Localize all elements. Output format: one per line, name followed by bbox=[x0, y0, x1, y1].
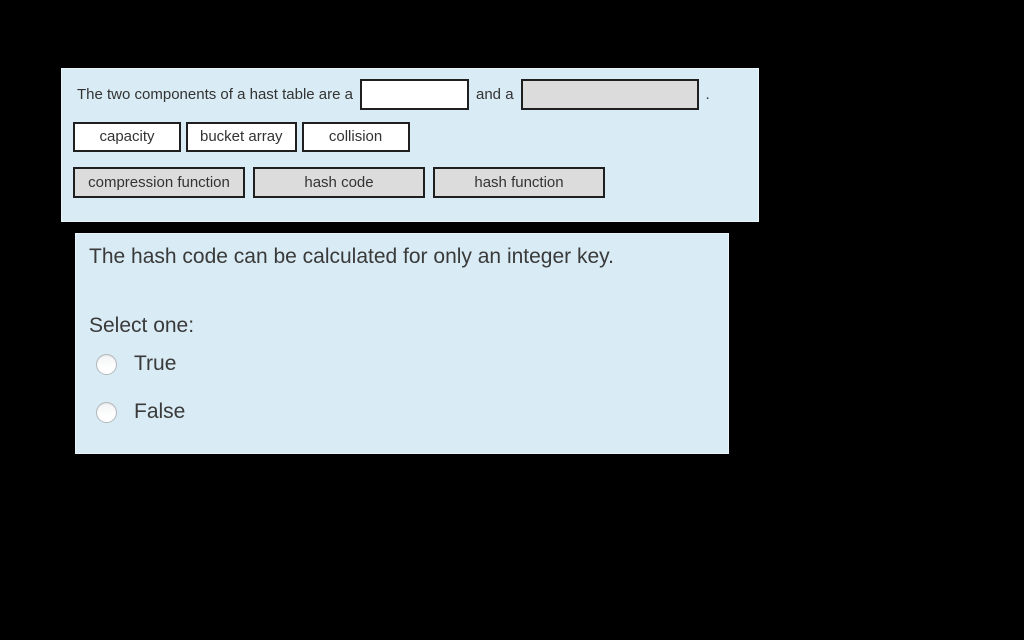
option-false-label: False bbox=[134, 400, 186, 423]
drag-tiles-group-2: compression function hash code hash func… bbox=[73, 167, 605, 198]
question-text-period: . bbox=[705, 86, 710, 103]
drag-tile-compression-function[interactable]: compression function bbox=[73, 167, 245, 198]
true-false-question-panel: The hash code can be calculated for only… bbox=[75, 233, 729, 454]
select-one-label: Select one: bbox=[89, 314, 195, 337]
option-true[interactable]: True bbox=[96, 352, 176, 376]
drag-tiles-group-1: capacity bucket array collision bbox=[73, 122, 410, 152]
drop-zone-2[interactable] bbox=[520, 79, 699, 110]
radio-true[interactable] bbox=[96, 353, 117, 375]
option-false[interactable]: False bbox=[96, 400, 185, 424]
drop-zone-1[interactable] bbox=[360, 79, 469, 110]
question-text-connector: and a bbox=[476, 86, 514, 103]
drag-tile-hash-code[interactable]: hash code bbox=[253, 167, 425, 198]
drag-tile-hash-function[interactable]: hash function bbox=[433, 167, 605, 198]
question-sentence: The two components of a hast table are a… bbox=[73, 79, 714, 110]
drag-tile-collision[interactable]: collision bbox=[301, 122, 410, 152]
drag-tile-bucket-array[interactable]: bucket array bbox=[186, 122, 297, 152]
question-statement: The hash code can be calculated for only… bbox=[89, 245, 614, 268]
drag-tile-capacity[interactable]: capacity bbox=[73, 122, 181, 152]
option-true-label: True bbox=[134, 352, 177, 375]
drag-drop-question-panel: The two components of a hast table are a… bbox=[61, 68, 759, 222]
question-text-before: The two components of a hast table are a bbox=[77, 86, 353, 103]
radio-false[interactable] bbox=[96, 401, 117, 423]
